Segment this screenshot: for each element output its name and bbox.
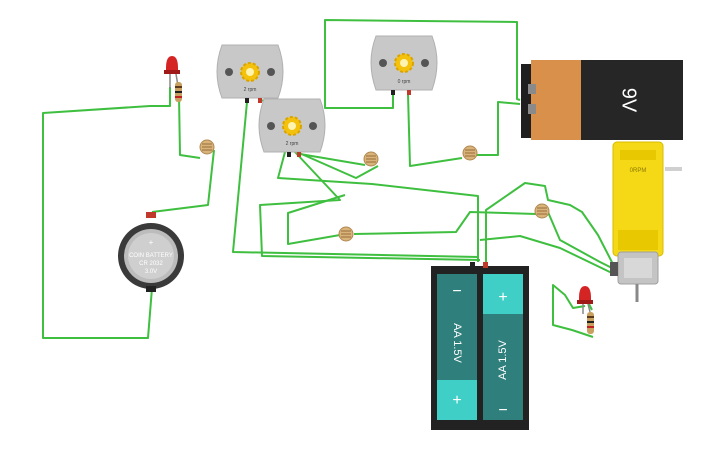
wire[interactable] — [485, 182, 617, 271]
photoresistor-5[interactable] — [534, 203, 550, 219]
dc-motor-2[interactable]: 2 rpm — [258, 98, 326, 157]
gear-motor-label: 0RPM — [630, 168, 647, 174]
battery-9v-label: 9V — [618, 88, 640, 113]
aa-cell-2: + − AA 1.5V — [483, 274, 523, 420]
cell-sign: − — [498, 402, 507, 419]
motor-rpm-label: 0 rpm — [398, 79, 411, 85]
motor-rpm-label: 2 rpm — [244, 87, 257, 93]
wire[interactable] — [42, 87, 171, 339]
gear-motor[interactable]: 0RPM — [610, 141, 682, 302]
photoresistor-2[interactable] — [363, 151, 379, 167]
resistor-2[interactable] — [587, 312, 594, 334]
wire[interactable] — [547, 211, 617, 271]
wire[interactable] — [407, 93, 463, 167]
resistor-1[interactable] — [175, 82, 182, 102]
photoresistor-3[interactable] — [462, 145, 478, 161]
wire[interactable] — [479, 235, 615, 275]
wire[interactable] — [324, 19, 521, 109]
cell-sign: + — [498, 289, 507, 306]
cell-sign: + — [452, 392, 461, 409]
coin-battery-line1: COIN BATTERY — [129, 253, 173, 259]
wire[interactable] — [296, 151, 379, 179]
wire[interactable] — [287, 194, 346, 245]
wires — [42, 19, 617, 339]
coin-battery[interactable]: + COIN BATTERY CR 2032 3.0V — [118, 212, 184, 292]
wire[interactable] — [477, 101, 521, 156]
battery-9v[interactable]: 9V — [521, 60, 683, 140]
coin-plus-sign: + — [149, 238, 154, 247]
aa-battery-pack[interactable]: − + AA 1.5V + − AA 1.5V — [431, 262, 529, 430]
coin-battery-line2: CR 2032 — [139, 261, 163, 267]
photoresistor-1[interactable] — [199, 139, 215, 155]
wire[interactable] — [151, 149, 215, 213]
cell-label: AA 1.5V — [497, 339, 509, 379]
wire[interactable] — [353, 211, 537, 235]
cell-label: AA 1.5V — [451, 323, 463, 363]
photoresistor-4[interactable] — [338, 226, 354, 242]
motor-rpm-label: 2 rpm — [286, 141, 299, 147]
led-2[interactable] — [577, 286, 593, 314]
wire[interactable] — [552, 284, 594, 338]
coin-battery-line3: 3.0V — [145, 269, 157, 275]
wire[interactable] — [299, 153, 366, 166]
wire[interactable] — [277, 151, 479, 262]
wire[interactable] — [232, 101, 479, 258]
dc-motor-3[interactable]: 0 rpm — [370, 35, 438, 95]
cell-sign: − — [452, 283, 461, 300]
wire[interactable] — [259, 151, 481, 261]
dc-motor-1[interactable]: 2 rpm — [216, 44, 284, 103]
aa-cell-1: − + AA 1.5V — [437, 274, 477, 420]
